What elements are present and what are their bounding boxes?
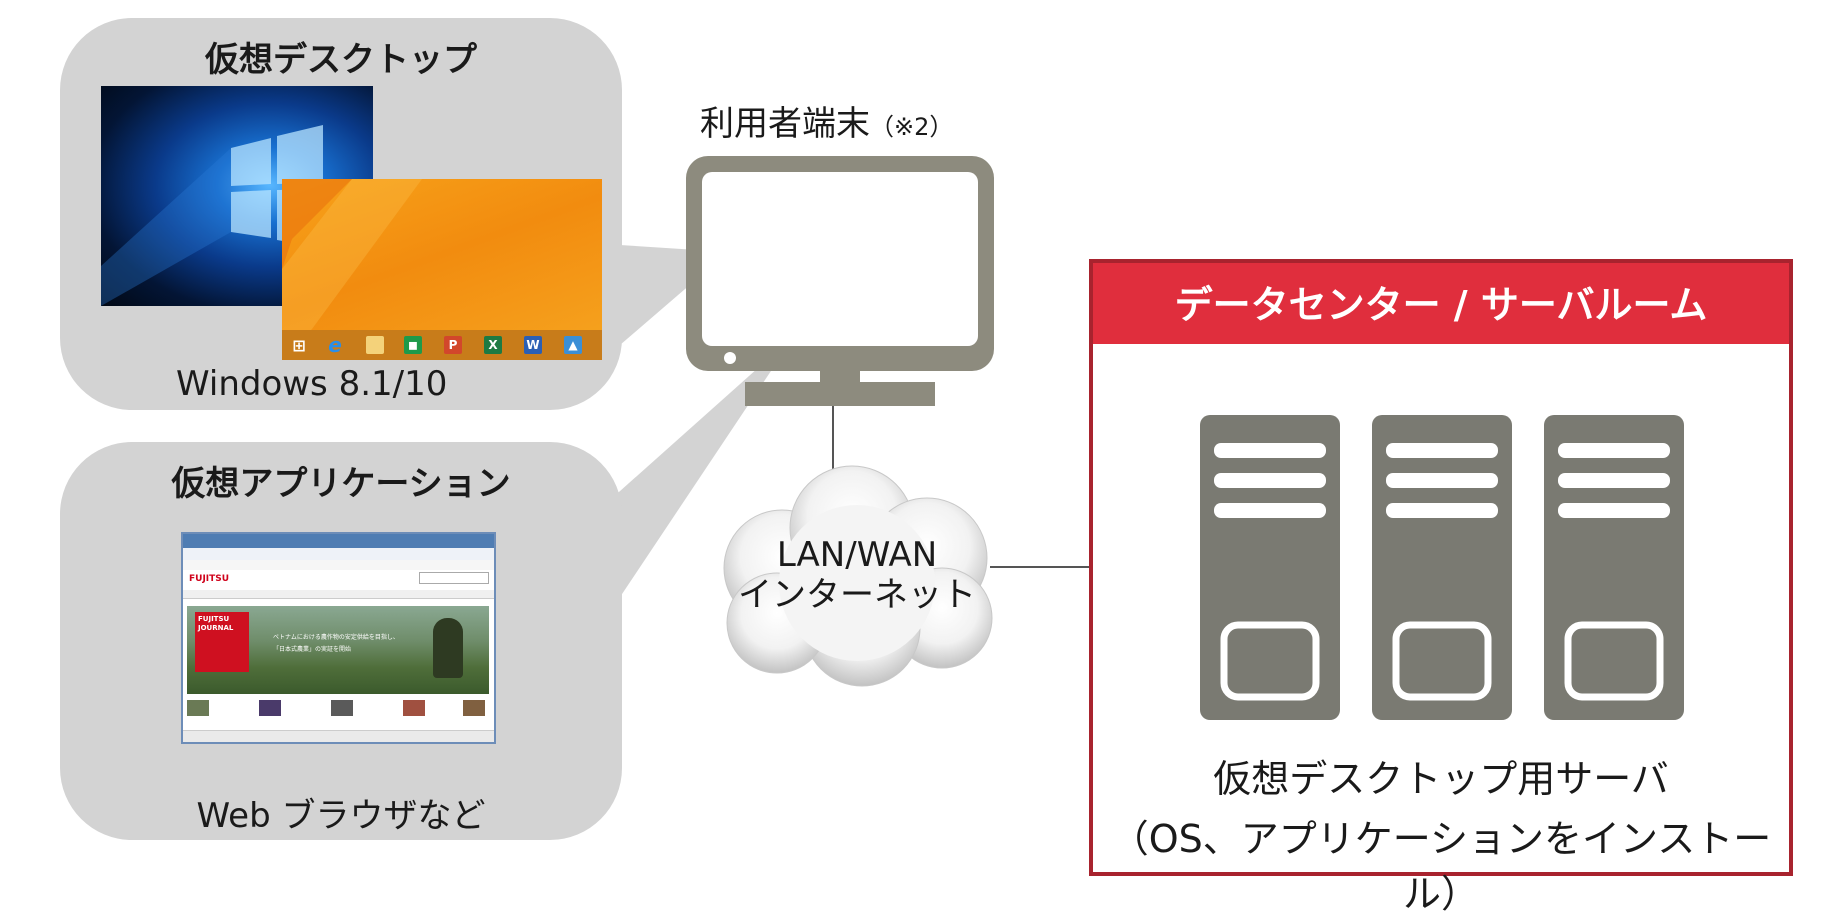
store-icon[interactable]: ◼ [404, 336, 422, 354]
site-nav-bar [183, 590, 494, 599]
fujitsu-logo[interactable]: FUJITSU [189, 574, 230, 584]
user-terminal-label: 利用者端末（※2） [700, 96, 953, 145]
browser-menubar [183, 548, 494, 560]
windows81-taskbar: ⊞ e ◼ P X W ▲ [282, 330, 602, 360]
fujitsu-journal-badge[interactable]: FUJITSU JOURNAL [195, 612, 249, 672]
site-search-box[interactable] [419, 572, 489, 584]
word-icon[interactable]: W [524, 336, 542, 354]
start-icon[interactable]: ⊞ [292, 335, 306, 355]
news-thumbnail-row [187, 700, 489, 718]
server-caption-line2: （OS、アプリケーションをインストール） [1110, 817, 1772, 916]
photos-icon[interactable]: ▲ [564, 336, 582, 354]
network-label-line1: LAN/WAN [776, 535, 938, 575]
virtual-app-title: 仮想アプリケーション [171, 464, 511, 504]
datacenter-frame [1089, 259, 1793, 876]
browser-titlebar [183, 534, 494, 548]
hero-image: FUJITSU JOURNAL ベトナムにおける農作物の安定供給を目指し、 「日… [187, 606, 489, 694]
network-label: LAN/WAN インターネット [722, 535, 992, 615]
hero-headline-1[interactable]: ベトナムにおける農作物の安定供給を目指し、 [273, 634, 399, 641]
user-terminal-text: 利用者端末 [700, 104, 870, 144]
news-thumb[interactable] [259, 700, 281, 716]
network-cloud-icon [723, 465, 993, 687]
virtual-desktop-caption: Windows 8.1/10 [176, 364, 448, 404]
browser-window: FUJITSU FUJITSU JOURNAL ベトナムにおける農作物の安定供給… [181, 532, 496, 744]
file-explorer-icon[interactable] [366, 336, 384, 354]
news-thumb[interactable] [187, 700, 209, 716]
news-thumb[interactable] [331, 700, 353, 716]
virtual-desktop-panel: 仮想デスクトップ ⊞ e ◼ P X W ▲ Windows 8.1/10 [60, 18, 622, 410]
farmer-figure [433, 618, 463, 678]
server-icon [1200, 415, 1340, 720]
server-group [1200, 415, 1684, 720]
windows81-wallpaper-shape [282, 179, 422, 360]
monitor-icon [686, 156, 994, 406]
browser-scrollbar[interactable] [183, 730, 494, 742]
hero-headline-2[interactable]: 「日本式農業」の実証を開始 [273, 646, 352, 653]
news-thumb[interactable] [403, 700, 425, 716]
server-icon [1372, 415, 1512, 720]
windows81-screen: ⊞ e ◼ P X W ▲ [282, 179, 602, 360]
browser-favbar [183, 560, 494, 570]
excel-icon[interactable]: X [484, 336, 502, 354]
virtual-desktop-title: 仮想デスクトップ [205, 40, 477, 80]
powerpoint-icon[interactable]: P [444, 336, 462, 354]
virtual-app-panel: 仮想アプリケーション FUJITSU FUJITSU JOURNAL ベトナムに… [60, 442, 622, 840]
network-label-line2: インターネット [738, 575, 976, 615]
virtual-app-caption: Web ブラウザなど [196, 796, 486, 836]
server-caption-line1: 仮想デスクトップ用サーバ [1213, 757, 1669, 801]
server-icon [1544, 415, 1684, 720]
news-thumb[interactable] [463, 700, 485, 716]
user-terminal-note: （※2） [870, 113, 954, 141]
internet-explorer-icon[interactable]: e [328, 333, 342, 357]
datacenter-header: データセンター / サーバルーム [1089, 259, 1793, 344]
